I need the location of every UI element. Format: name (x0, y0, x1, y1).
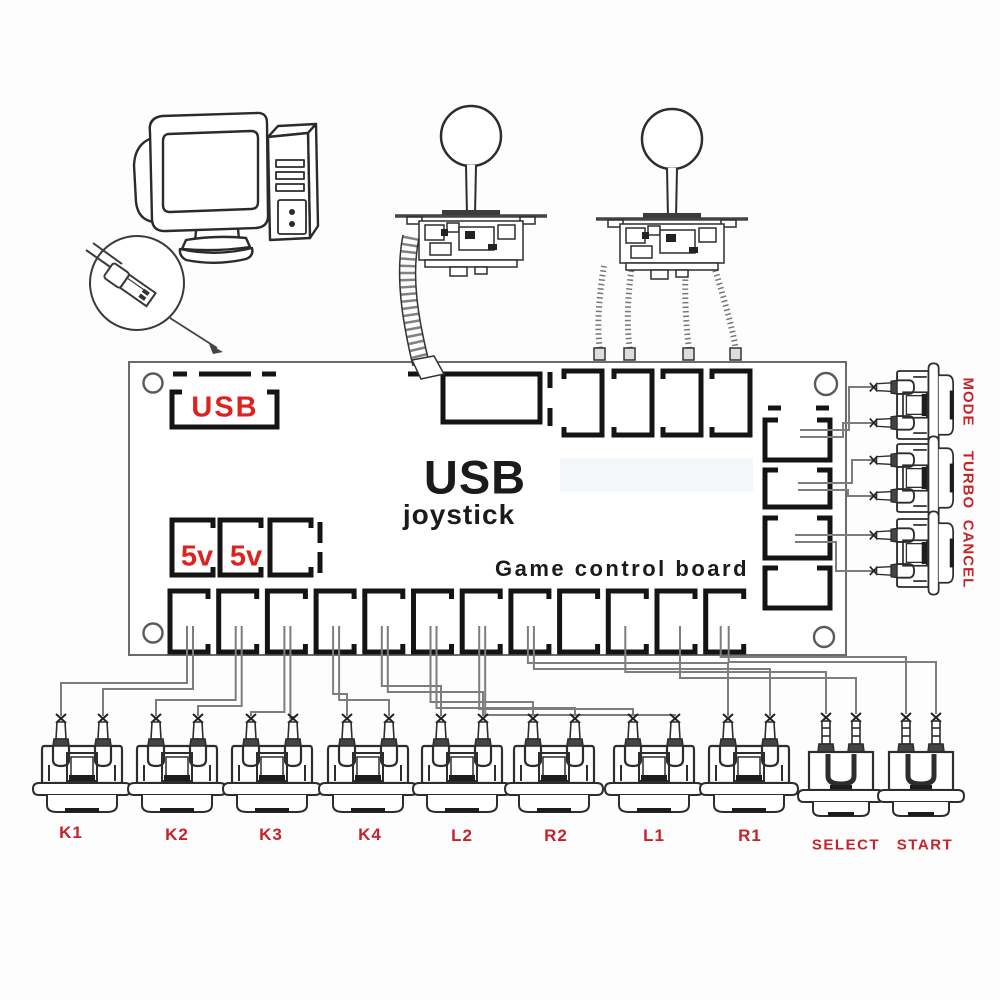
joystick-right (594, 107, 750, 281)
mounting-holes (142, 371, 839, 649)
arcade-buttons (31, 712, 964, 816)
monitor-screen (161, 129, 260, 214)
button-label-r2: R2 (544, 826, 568, 845)
button-k4-graphic (317, 712, 419, 814)
control-board (128, 361, 847, 656)
button-l1-graphic (603, 712, 705, 814)
wiring (60, 386, 937, 719)
button-label-r1: R1 (738, 826, 762, 845)
monitor-side (132, 136, 155, 224)
side-label-turbo: TURBO (959, 450, 977, 510)
power-label-2: 5v (229, 540, 263, 573)
button-label-k2: K2 (165, 825, 189, 844)
board-connectors (167, 368, 833, 655)
button-label-select: SELECT (811, 836, 881, 854)
power-label-1: 5v (180, 540, 214, 573)
monitor-base (180, 235, 252, 252)
button-l2-graphic (411, 712, 513, 814)
board-title: USB (423, 450, 527, 504)
computer-illustration (132, 111, 320, 264)
button-label-k1: K1 (59, 823, 83, 842)
button-k3-graphic (221, 712, 323, 814)
button-start-graphic (878, 713, 964, 816)
joystick-cables (398, 234, 742, 380)
button-select-graphic (798, 713, 884, 816)
button-r1-graphic (698, 712, 800, 814)
joystick-left (393, 104, 549, 278)
button-label-l1: L1 (643, 826, 665, 845)
button-mode-graphic (868, 362, 955, 448)
usb-plug-magnifier (85, 235, 223, 354)
board-caption: Game control board (494, 556, 750, 581)
button-label-k3: K3 (259, 825, 283, 844)
board-connectors-static (169, 371, 829, 573)
joystick2-wires (593, 265, 742, 361)
button-turbo-graphic (868, 435, 955, 521)
button-k1-graphic (31, 712, 133, 814)
pointer-arrow (169, 317, 223, 354)
button-r2-graphic (503, 712, 605, 814)
board-subtitle: joystick (402, 499, 516, 530)
usb-plug-icon (103, 262, 158, 308)
button-k2-graphic (126, 712, 228, 814)
button-cancel-graphic (868, 510, 955, 596)
button-label-k4: K4 (358, 825, 382, 844)
button-label-start: START (896, 836, 954, 854)
button-label-l2: L2 (451, 826, 473, 845)
side-label-cancel: CANCEL (959, 519, 977, 589)
usb-port-label: USB (191, 391, 259, 424)
side-label-mode: MODE (959, 377, 977, 427)
